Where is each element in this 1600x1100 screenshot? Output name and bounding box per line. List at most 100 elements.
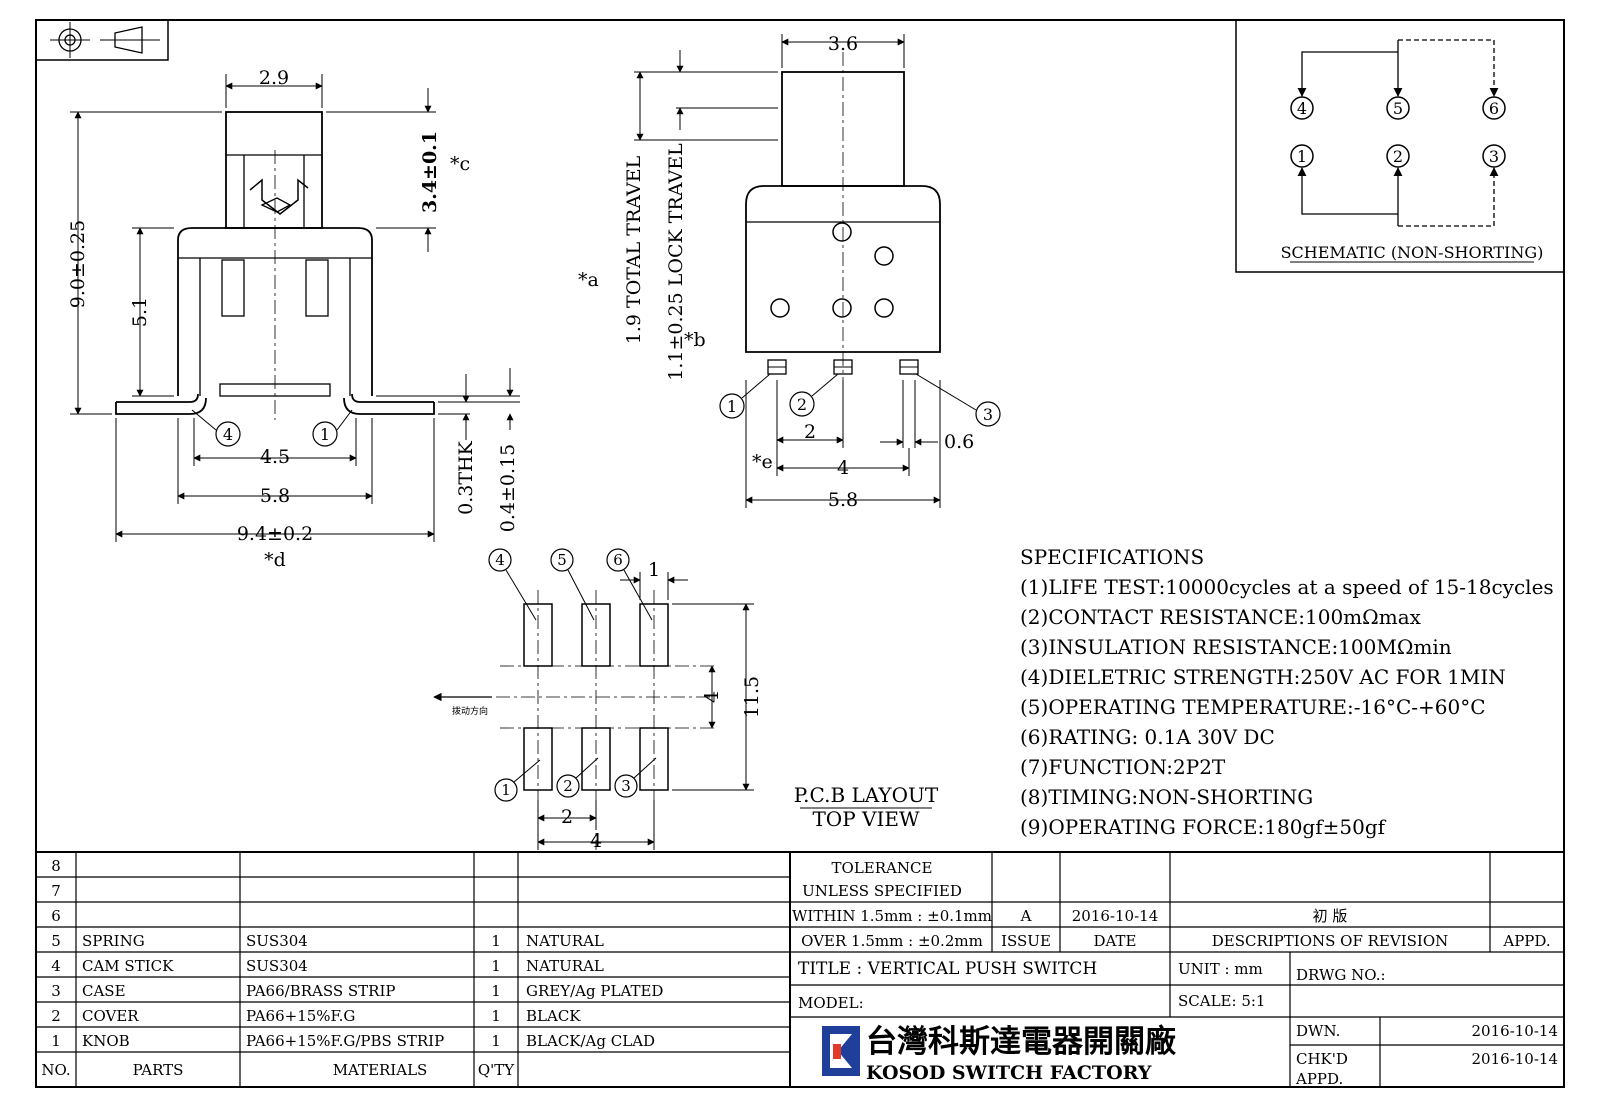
part-qty: 1	[491, 1032, 501, 1050]
spec-item: (9)OPERATING FORCE:180gf±50gf	[1020, 815, 1387, 839]
drawing-number-label: DRWG NO.:	[1296, 966, 1386, 984]
schematic-pin-1: 1	[1297, 147, 1307, 166]
side-pin-1: 1	[727, 397, 737, 416]
spec-item: (5)OPERATING TEMPERATURE:-16°C-+60°C	[1020, 695, 1486, 719]
schematic-labels: 4 5 6 1 2 3 SCHEMATIC (NON-SHORTING)	[1281, 99, 1544, 262]
note-b: *b	[684, 329, 706, 351]
schematic-box	[1235, 19, 1565, 273]
pcb-dim-11.5: 11.5	[741, 676, 763, 718]
note-d: *d	[264, 549, 286, 571]
spec-item: (1)LIFE TEST:10000cycles at a speed of 1…	[1020, 575, 1554, 599]
part-finish: NATURAL	[526, 932, 604, 950]
row-number: 1	[51, 1032, 61, 1050]
note-e: *e	[752, 451, 773, 473]
pcb-layout	[433, 548, 932, 850]
front-view	[70, 74, 520, 542]
row-number: 4	[51, 957, 61, 975]
row-number: 7	[51, 882, 61, 900]
part-qty: 1	[491, 932, 501, 950]
spec-heading: SPECIFICATIONS	[1020, 545, 1204, 569]
pcb-dim-4-horizontal: 4	[590, 830, 602, 852]
specifications: SPECIFICATIONS (1)LIFE TEST:10000cycles …	[1020, 545, 1554, 839]
part-material: PA66+15%F.G/PBS STRIP	[246, 1032, 444, 1050]
row-number: 2	[51, 1007, 61, 1025]
dim-2-side: 2	[804, 421, 816, 443]
dim-3.6: 3.6	[828, 33, 858, 55]
dim-5.8-side: 5.8	[828, 489, 858, 511]
appd2-label: APPD.	[1295, 1070, 1343, 1088]
pcb-caption: P.C.B LAYOUT	[794, 783, 939, 807]
tolerance-label: TOLERANCE	[832, 859, 933, 877]
pcb-pin-4: 4	[495, 551, 505, 569]
row-number: 8	[51, 857, 61, 875]
company-logo: 台灣科斯達電器開關廠 KOSOD SWITCH FACTORY	[822, 1024, 1176, 1084]
title-block-grid	[790, 852, 1564, 1087]
title-block: TOLERANCE UNLESS SPECIFIED WITHIN 1.5mm …	[792, 859, 1558, 1088]
company-name-english: KOSOD SWITCH FACTORY	[866, 1062, 1152, 1084]
pcb-pin-3: 3	[621, 777, 631, 795]
date-value: 2016-10-14	[1072, 907, 1158, 925]
tolerance-sub: UNLESS SPECIFIED	[802, 882, 962, 900]
schematic-pin-3: 3	[1489, 147, 1499, 166]
issue-value: A	[1020, 907, 1032, 925]
spec-item: (3)INSULATION RESISTANCE:100MΩmin	[1020, 635, 1452, 659]
sheet-border	[35, 19, 1565, 1088]
chkd-date: 2016-10-14	[1472, 1050, 1558, 1068]
schematic-caption: SCHEMATIC (NON-SHORTING)	[1281, 243, 1544, 262]
part-finish: BLACK	[526, 1007, 581, 1025]
part-finish: GREY/Ag PLATED	[526, 982, 663, 1000]
schematic-pin-4: 4	[1297, 99, 1307, 118]
pcb-pin-6: 6	[613, 551, 623, 569]
parts-table: 8 7 6 5 SPRING SUS304 1 NATURAL 4 CAM ST…	[41, 857, 663, 1079]
header-parts: PARTS	[133, 1061, 184, 1079]
tolerance-within: WITHIN 1.5mm : ±0.1mm	[792, 907, 992, 925]
dwn-date: 2016-10-14	[1472, 1022, 1558, 1040]
part-qty: 1	[491, 957, 501, 975]
dim-0.4: 0.4±0.15	[497, 444, 519, 532]
pcb-pin-5: 5	[557, 551, 567, 569]
dim-0.6: 0.6	[944, 431, 974, 453]
row-number: 6	[51, 907, 61, 925]
header-no: NO.	[41, 1061, 70, 1079]
pin-label-1: 1	[320, 425, 330, 444]
date-label: DATE	[1094, 932, 1137, 950]
projection-symbol-icon	[35, 19, 169, 61]
spec-item: (6)RATING: 0.1A 30V DC	[1020, 725, 1275, 749]
pcb-dim-4-vertical: 4	[701, 691, 723, 703]
part-material: SUS304	[246, 932, 308, 950]
pcb-labels: 4 5 6 1 2 3 1 11.5 4 2 4 拨动方向 P.C.B LAYO…	[452, 551, 939, 852]
tolerance-over: OVER 1.5mm : ±0.2mm	[801, 932, 983, 950]
scale-label: SCALE: 5:1	[1178, 992, 1265, 1010]
part-name: COVER	[82, 1007, 139, 1025]
side-pin-2: 2	[797, 395, 807, 414]
kosod-logo-icon	[822, 1026, 860, 1076]
model-label: MODEL:	[798, 994, 864, 1012]
drawing-title: TITLE : VERTICAL PUSH SWITCH	[798, 959, 1097, 979]
note-a: *a	[578, 269, 599, 291]
dim-4.5: 4.5	[260, 446, 290, 468]
part-finish: NATURAL	[526, 957, 604, 975]
pcb-pin-1: 1	[501, 781, 511, 799]
pcb-dim-2: 2	[561, 806, 573, 828]
direction-label: 拨动方向	[452, 705, 488, 717]
schematic-pin-2: 2	[1393, 147, 1403, 166]
dim-3.4: 3.4±0.1	[419, 131, 441, 213]
pcb-dim-1: 1	[648, 559, 660, 581]
front-view-labels: 2.9 9.0±0.25 5.1 3.4±0.1 *c 0.3THK 0.4±0…	[67, 67, 519, 571]
dim-0.3thk: 0.3THK	[455, 440, 477, 514]
unit-label: UNIT : mm	[1178, 960, 1263, 978]
part-qty: 1	[491, 982, 501, 1000]
pin-label-4: 4	[223, 425, 233, 444]
part-finish: BLACK/Ag CLAD	[526, 1032, 655, 1050]
company-name-chinese: 台灣科斯達電器開關廠	[866, 1024, 1176, 1060]
total-travel: 1.9 TOTAL TRAVEL	[623, 155, 645, 344]
dim-9.0: 9.0±0.25	[67, 220, 89, 308]
pcb-subcaption: TOP VIEW	[812, 807, 919, 831]
side-view-labels: 3.6 1.9 TOTAL TRAVEL 1.1±0.25 LOCK TRAVE…	[578, 33, 993, 511]
chkd-label: CHK'D	[1296, 1050, 1348, 1068]
parts-table-grid	[36, 851, 1564, 1087]
side-pin-3: 3	[983, 405, 993, 424]
spec-item: (2)CONTACT RESISTANCE:100mΩmax	[1020, 605, 1422, 629]
part-material: PA66+15%F.G	[246, 1007, 355, 1025]
